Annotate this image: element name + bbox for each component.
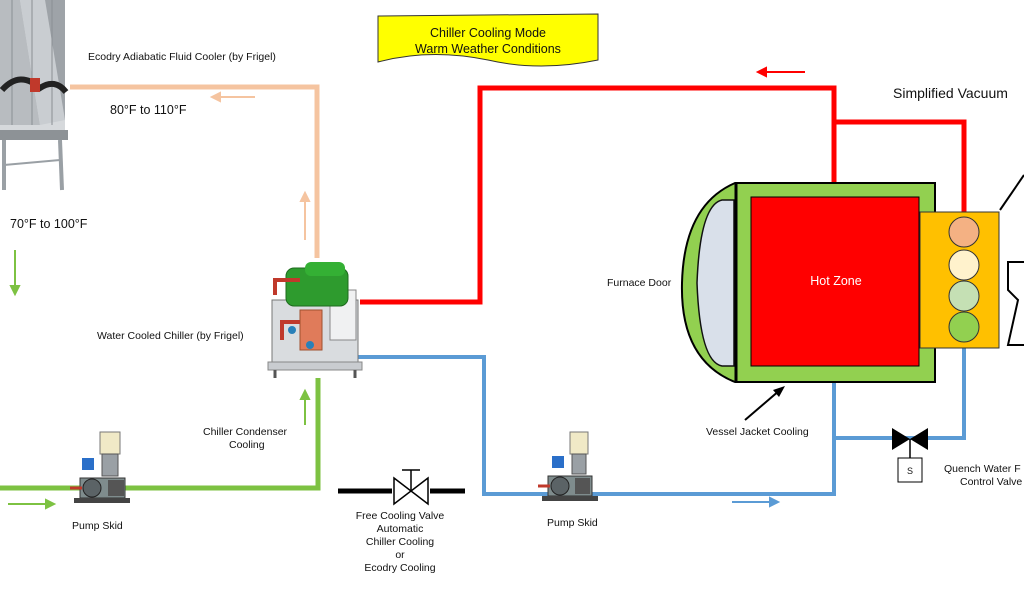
vessel-jacket-label: Vessel Jacket Cooling [706,426,809,438]
cold-water-line [355,348,966,496]
simplified-label: Simplified Vacuum [893,85,1008,101]
condenser-flow-arrows [8,250,311,510]
fluid-cooler-icon [0,0,69,191]
pump-icon [538,431,598,501]
chiller-label: Water Cooled Chiller (by Frigel) [97,330,244,342]
vessel-jacket-pointer [744,386,785,421]
temp-hot-label: 80°F to 110°F [110,103,187,117]
valve-label-3: Chiller Cooling [366,536,434,548]
vacuum-furnace [680,174,1024,383]
hot-zone-label: Hot Zone [810,274,861,288]
valve-label-5: Ecodry Cooling [364,562,435,574]
hot-flow-arrow [755,66,805,78]
valve-label-2: Automatic [377,523,424,535]
fluid-cooler-flow-arrow [209,91,311,240]
cold-flow-arrow [732,496,781,508]
condenser-label-1: Chiller Condenser [203,426,288,438]
quench-label-1: Quench Water F [944,463,1021,475]
temp-cold-label: 70°F to 100°F [10,217,88,231]
condenser-label-2: Cooling [229,439,265,451]
pump-icon [70,431,130,503]
pump-skid-left-label: Pump Skid [72,520,123,532]
hot-water-line [360,85,967,305]
title-box: Chiller Cooling Mode Warm Weather Condit… [377,13,599,67]
pump-skid-right-label: Pump Skid [547,517,598,529]
solenoid-label: S [907,466,913,476]
free-cooling-valve [338,469,465,506]
valve-label-1: Free Cooling Valve [356,510,445,522]
quench-label-2: Control Valve [960,476,1022,488]
fluid-cooler-label: Ecodry Adiabatic Fluid Cooler (by Frigel… [88,51,276,63]
title-line-1: Chiller Cooling Mode [430,26,546,40]
quench-valve-icon [892,428,928,483]
chiller-icon [267,262,363,378]
fluid-cooler-loop [70,84,320,258]
furnace-door-label: Furnace Door [607,277,672,289]
valve-label-4: or [395,549,405,561]
title-line-2: Warm Weather Conditions [415,42,561,56]
